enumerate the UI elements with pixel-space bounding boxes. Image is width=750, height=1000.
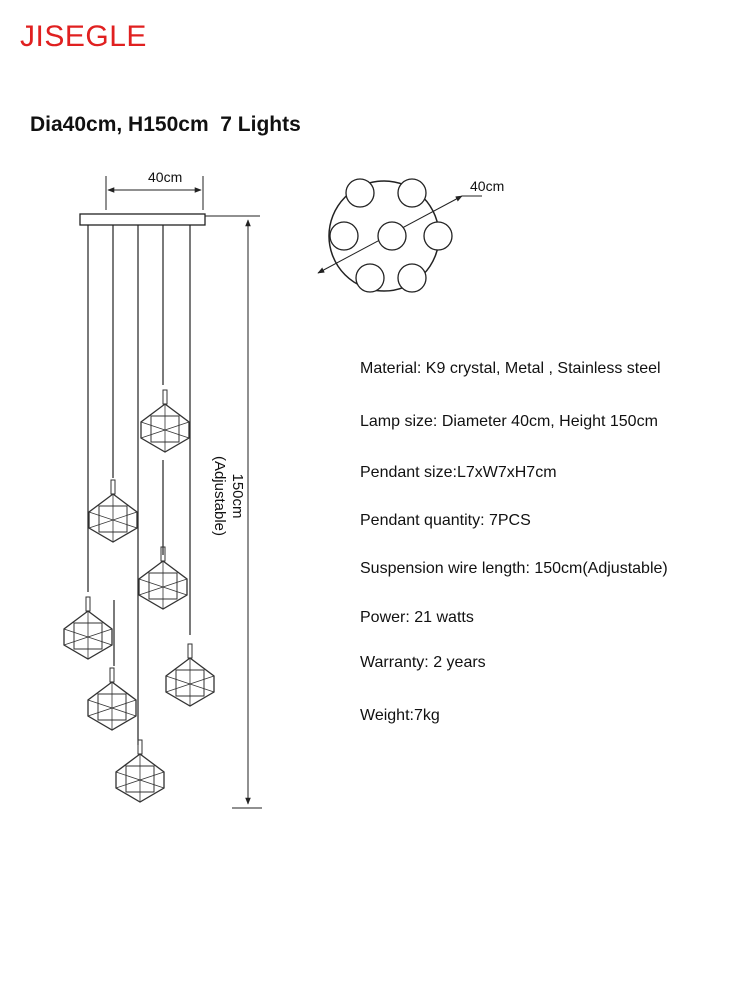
plate-hole [377,221,407,251]
pendant-light [88,479,138,543]
pendant-light [165,643,215,707]
pendant-light [138,546,188,610]
plate-hole [329,221,359,251]
canopy-plate-top-view [317,178,482,293]
top-width-dimension-line [105,176,204,210]
spec-lamp-size: Lamp size: Diameter 40cm, Height 150cm [360,413,658,430]
pendant-light [140,389,190,453]
product-title: Dia40cm, H150cm 7 Lights [30,113,301,136]
spec-power: Power: 21 watts [360,609,474,626]
top-width-label: 40cm [148,169,183,185]
height-label: 150cm (Adjustable) [210,416,246,576]
spec-material: Material: K9 crystal, Metal , Stainless … [360,360,661,377]
height-dimension-line [205,215,262,809]
pendant-light [115,739,165,803]
spec-wire-length: Suspension wire length: 150cm(Adjustable… [360,560,668,577]
suspension-wires [87,225,191,745]
spec-pendant-quantity: Pendant quantity: 7PCS [360,512,531,529]
plate-hole [397,263,427,293]
plate-holes [329,178,453,293]
ceiling-canopy [79,213,206,226]
spec-warranty: Warranty: 2 years [360,654,486,671]
plate-hole [397,178,427,208]
pendant-light [63,596,113,660]
spec-weight: Weight:7kg [360,707,440,724]
plate-diameter-label: 40cm [470,178,505,194]
height-value: 150cm [229,473,246,519]
spec-pendant-size: Pendant size:L7xW7xH7cm [360,464,557,481]
brand-logo: JISEGLE [20,20,147,53]
pendant-light [87,667,137,731]
plate-hole [423,221,453,251]
height-note: (Adjustable) [211,455,228,537]
pendant-group [63,389,215,803]
plate-hole [355,263,385,293]
plate-hole [345,178,375,208]
